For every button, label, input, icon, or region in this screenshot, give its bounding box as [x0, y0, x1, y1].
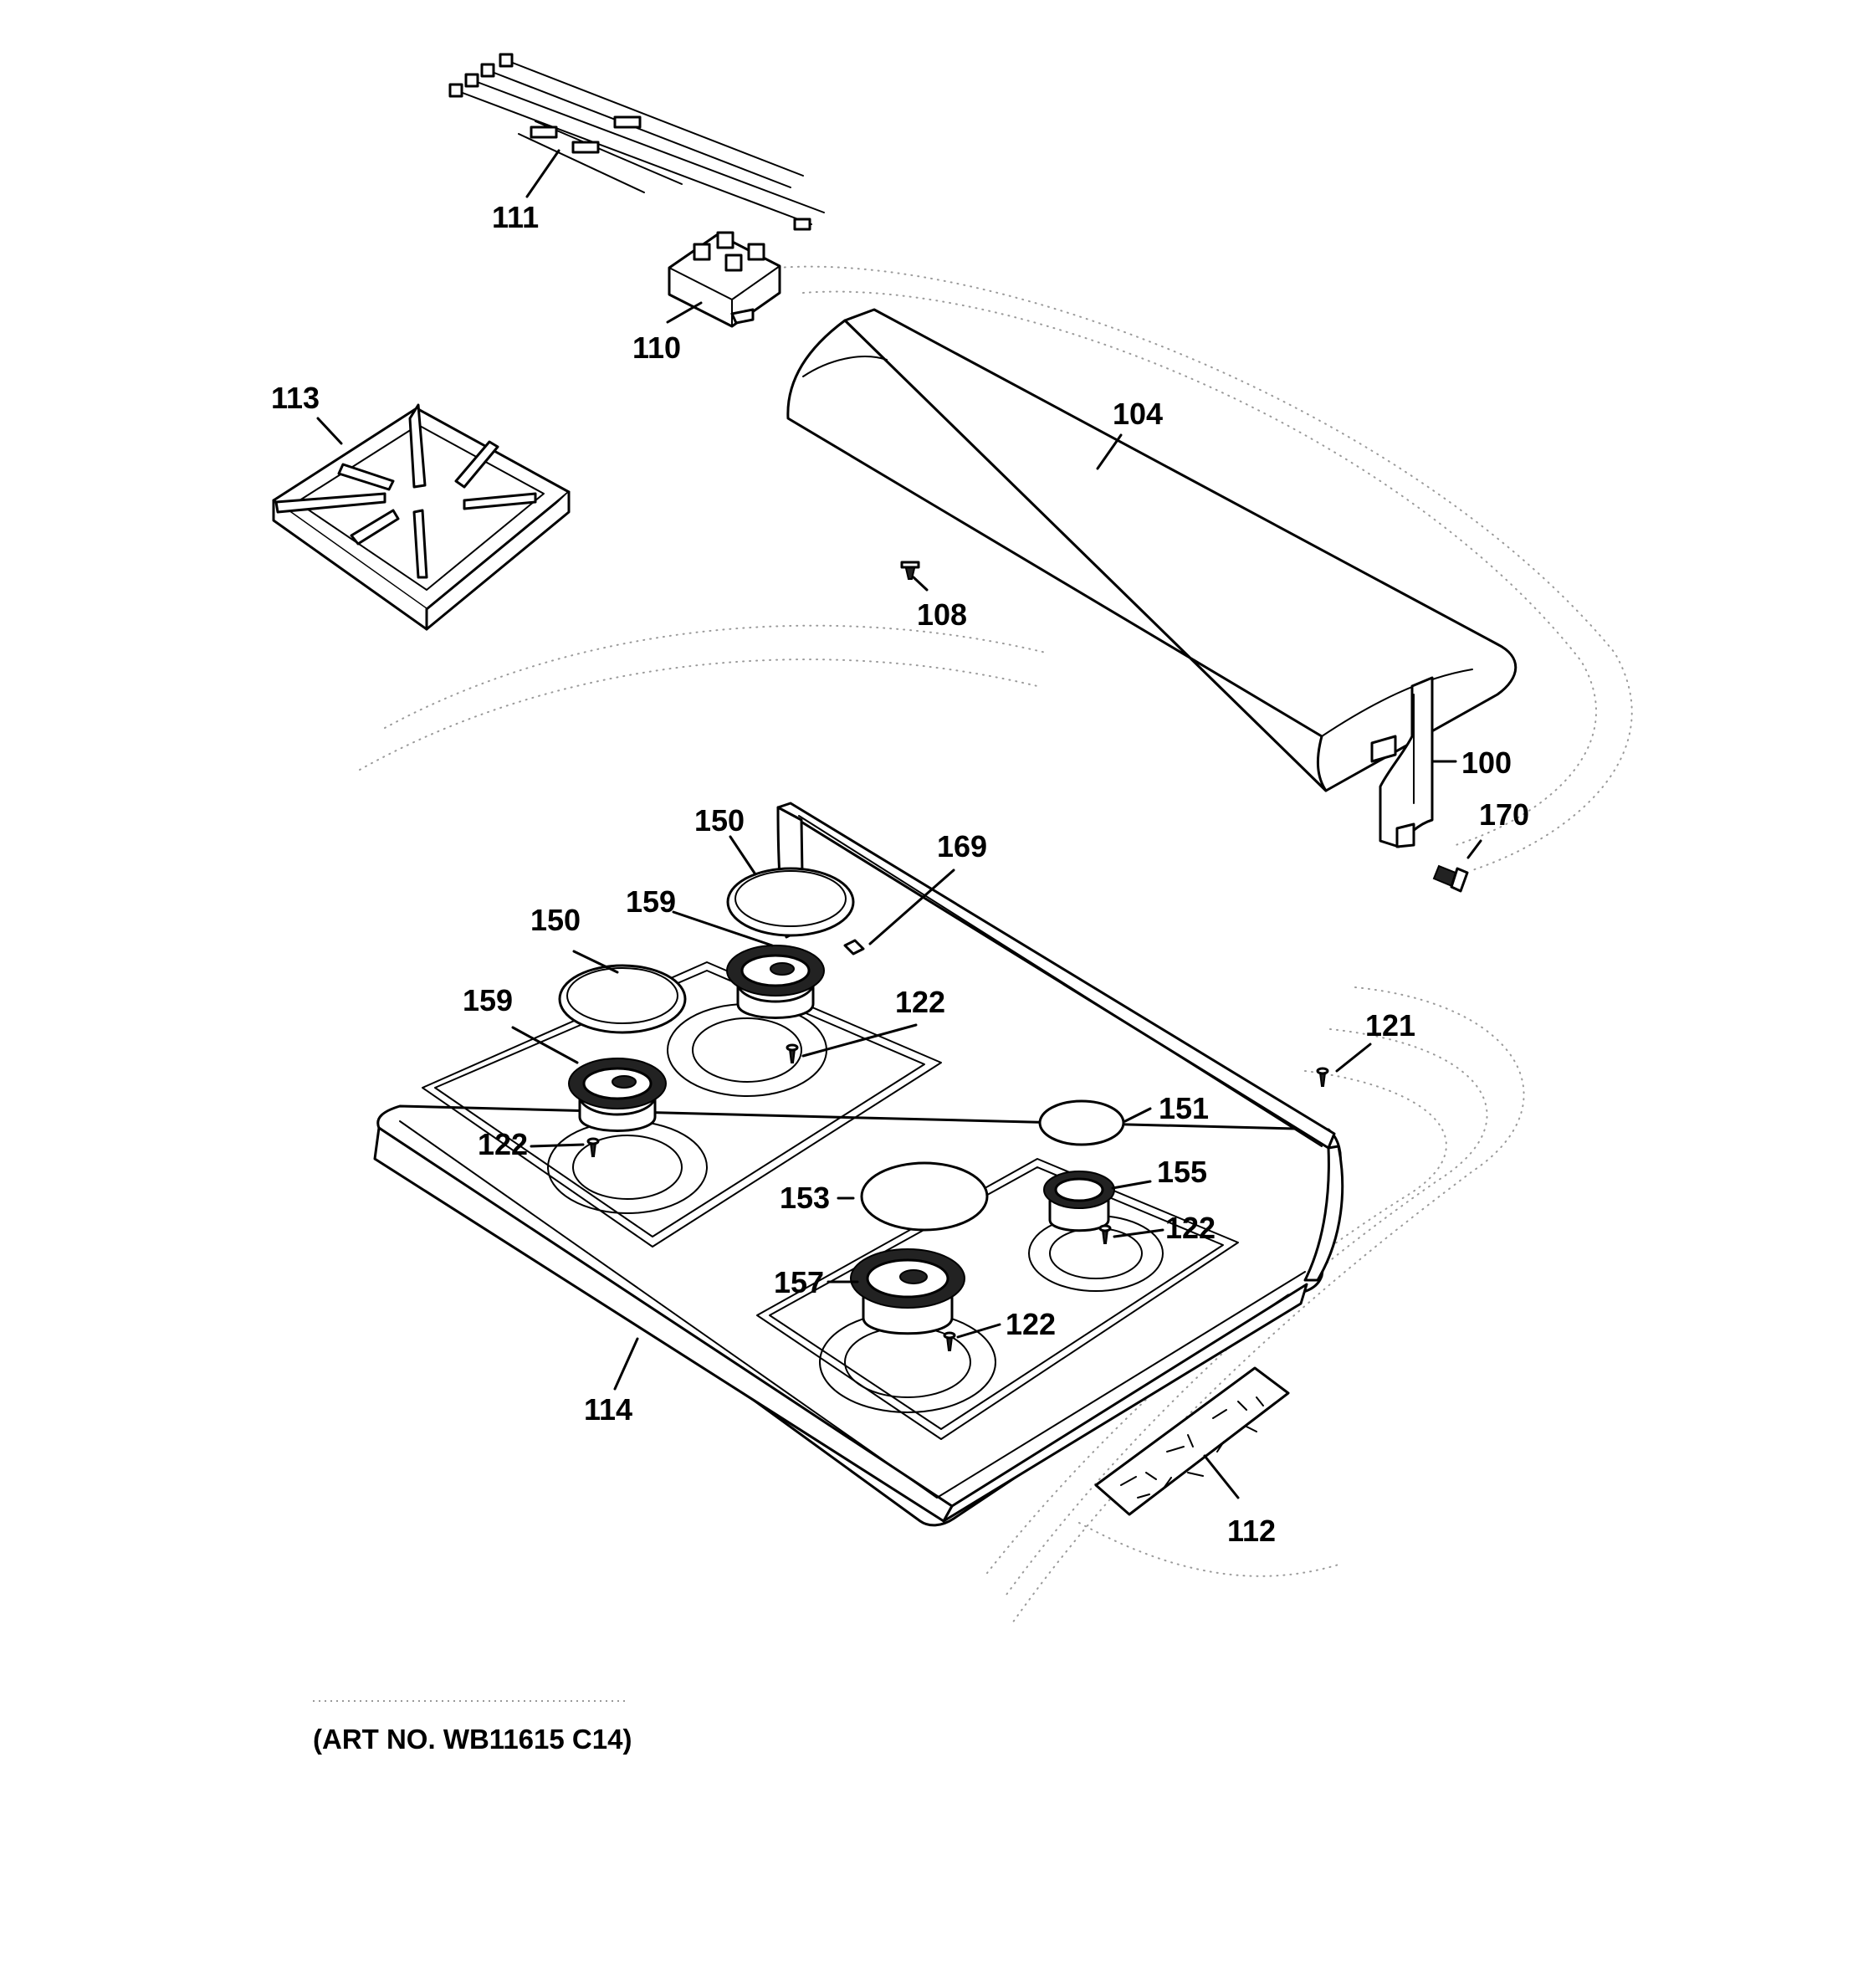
callout-151: 151 [1159, 1091, 1209, 1125]
callout-159-left: 159 [463, 983, 513, 1017]
burner-head-159-right-part [726, 945, 825, 1019]
callout-153: 153 [780, 1181, 830, 1215]
screw-170-part [1432, 864, 1469, 893]
burner-cap-153-part [860, 1161, 989, 1232]
callout-104: 104 [1113, 397, 1163, 431]
shadow-contours [359, 265, 1633, 1624]
callout-113: 113 [271, 381, 320, 415]
callout-150-left: 150 [530, 903, 581, 937]
screw-108-part [900, 561, 920, 580]
callout-labels: 111 110 113 104 108 100 170 150 169 159 … [271, 200, 1529, 1755]
callout-112: 112 [1227, 1514, 1276, 1548]
callout-111: 111 [492, 200, 539, 234]
burner-head-159-left-part [568, 1058, 667, 1132]
burner-cap-150-right-part [726, 867, 855, 937]
callout-121: 121 [1365, 1008, 1415, 1043]
callout-157: 157 [774, 1265, 824, 1299]
wire-harness-part [448, 53, 825, 231]
burner-grate-part [272, 403, 571, 631]
burner-cap-150-left-part [558, 964, 687, 1034]
screws-122-part [586, 1043, 1112, 1351]
callout-122-right: 122 [1165, 1211, 1216, 1245]
callout-114: 114 [584, 1392, 632, 1427]
terminal-block-part [668, 231, 781, 328]
callout-155: 155 [1157, 1155, 1207, 1189]
clip-169-part [843, 939, 865, 956]
leader-lines [313, 149, 1482, 1702]
callout-170: 170 [1479, 797, 1529, 832]
callout-122-left: 122 [478, 1127, 528, 1161]
end-cap-bracket-part [1370, 676, 1434, 848]
screw-121-part [1316, 1067, 1329, 1087]
burner-cap-151-part [1038, 1099, 1125, 1146]
backguard-part [786, 308, 1518, 792]
callout-169: 169 [937, 829, 987, 863]
burner-head-155-part [1043, 1171, 1115, 1232]
burner-head-157-part [850, 1248, 965, 1335]
callout-150-right: 150 [694, 803, 745, 838]
callout-122-top: 122 [895, 985, 945, 1019]
callout-108: 108 [917, 597, 967, 632]
callout-159-right: 159 [626, 884, 676, 919]
cooktop-main-top-part [373, 802, 1344, 1527]
callout-100: 100 [1461, 746, 1512, 780]
callout-122-bottom: 122 [1006, 1307, 1056, 1341]
art-number: (ART NO. WB11615 C14) [313, 1724, 632, 1755]
insulation-pad-112-part [1094, 1366, 1290, 1516]
callout-110: 110 [632, 330, 681, 365]
